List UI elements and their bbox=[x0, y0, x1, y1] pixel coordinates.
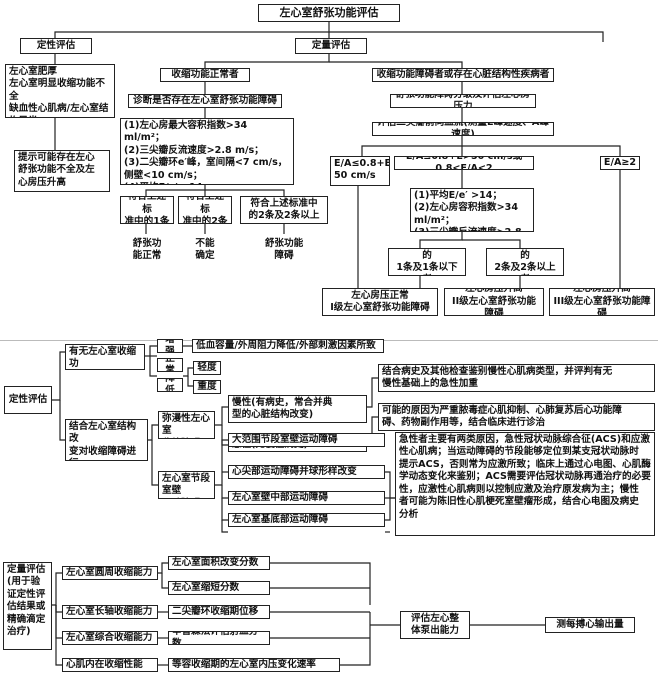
b-quant-eval-box: 定量评估 (用于验 证定性评 估结果或 精确滴定 治疗) bbox=[3, 562, 52, 650]
segment-apex: 心尖部运动障碍并球形样改变 bbox=[228, 465, 385, 479]
diffuse-result-1: 结合病史及其他检查鉴别慢性心肌病类型，并评判有无 慢性基础上的急性加重 bbox=[378, 364, 655, 392]
qual-result-box: 提示可能存在左心 舒张功能不全及左 心房压升高 bbox=[14, 150, 110, 192]
title-box: 左心室舒张功能评估 bbox=[258, 4, 400, 22]
quant-eval-box: 定量评估 bbox=[295, 38, 367, 54]
diffuse-box: 弥漫性左心室 收缩障碍 bbox=[158, 411, 215, 439]
stroke-volume-box: 测每搏心输出量 bbox=[545, 617, 635, 633]
myocardial-box: 心肌内在收缩性能 bbox=[62, 658, 158, 672]
enhance-box: 增强 bbox=[157, 339, 183, 353]
normal-box: 正常 bbox=[157, 358, 183, 372]
segmental-box: 左心室节段室壁 运动障碍 bbox=[158, 471, 215, 499]
chronic-box: 慢性(有病史，常合并典 型的心脏结构改变) bbox=[228, 395, 367, 423]
result-2-box: 符合上述标 准中的2条 bbox=[178, 196, 232, 224]
shortening-box: 左心室缩短分数 bbox=[168, 581, 270, 595]
simpson-box: 辛普森法评估射血分数 bbox=[168, 631, 270, 645]
enhance-desc-box: 低血容量/外周阻力降低/外部刺激因素所致 bbox=[192, 339, 384, 353]
mild-box: 轻度 bbox=[193, 361, 221, 375]
global-box: 左心室综合收缩能力 bbox=[62, 631, 158, 645]
criteria-box: (1)左心房最大容积指数>34 ml/m²； (2)三尖瓣反流速度>2.8 m/… bbox=[120, 118, 294, 185]
segment-desc-box: 急性者主要有两类原因，急性冠状动脉综合征(ACS)和应激 性心肌病；当运动障碍的… bbox=[395, 432, 655, 536]
b-qual-eval-box: 定性评估 bbox=[4, 386, 52, 414]
pump-capacity-box: 评估左心整 体泵出能力 bbox=[400, 611, 470, 639]
criteria-2-box: (1)平均E/e′ >14； (2)左心房容积指数>34 ml/m²； (3)三… bbox=[410, 188, 534, 232]
grading-box: 舒张功能障碍分级及评估左心房压力 bbox=[390, 94, 536, 108]
area-change-box: 左心室面积改变分数 bbox=[168, 556, 270, 570]
normal-ef-box: 收缩功能正常者 bbox=[160, 68, 250, 82]
diffuse-result-2: 可能的原因为严重脓毒症心肌抑制、心肺复苏后心功能障 碍、药物副作用等，结合临床进… bbox=[378, 403, 655, 431]
severe-box: 重度 bbox=[193, 380, 221, 394]
structure-classify-box: 结合左心室结构改 变对收缩障碍进行 分类 bbox=[65, 419, 148, 461]
long-axis-box: 左心室长轴收缩能力 bbox=[62, 605, 158, 619]
ea-ratio-low: E/A≤0.8+E≤ 50 cm/s bbox=[330, 156, 390, 186]
systolic-abnormal-box: 有无左心室收缩功 能异常及其程度 bbox=[65, 344, 145, 370]
mapse-box: 二尖瓣环收缩期位移 bbox=[168, 605, 270, 619]
grade-1-box: 左心房压正常 I级左心室舒张功能障碍 bbox=[322, 288, 438, 316]
outcome-undetermined: 不能 确定 bbox=[195, 237, 215, 261]
dpdt-box: 等容收缩期的左心室内压变化速率 bbox=[168, 658, 340, 672]
grade-3-box: 左心房压升高 III级左心室舒张功能障碍 bbox=[549, 288, 655, 316]
result-3-box: 符合上述标准中 的2条及2条以上 bbox=[240, 196, 328, 224]
result-1-box: 符合上述标 准中的1条 bbox=[120, 196, 174, 224]
circumferential-box: 左心室圆周收缩能力 bbox=[62, 566, 158, 580]
qual-eval-box: 定性评估 bbox=[20, 38, 92, 54]
segment-large: 大范围节段室壁运动障碍 bbox=[228, 433, 385, 447]
segment-basal: 左心室基底部运动障碍 bbox=[228, 513, 385, 527]
qual-desc-box: 左心室肥厚 左心室明显收缩功能不全 缺血性心肌病/左心室结 构异常 bbox=[5, 64, 115, 118]
reduce-box: 降低 bbox=[157, 378, 183, 392]
mitral-flow-box: 评估二尖瓣前向血流(测量E峰速度、A峰速度) bbox=[372, 122, 554, 136]
outcome-normal: 舒张功 能正常 bbox=[132, 237, 162, 261]
abnormal-ef-box: 收缩功能障碍者或存在心脏结构性疾病者 bbox=[372, 68, 554, 82]
ea-ratio-mid: E/A≤0.8+E>50 cm/s或0.8<E/A<2 bbox=[394, 156, 534, 170]
diagnose-box: 诊断是否存在左心室舒张功能障碍 bbox=[128, 94, 282, 108]
segment-mid: 左心室壁中部运动障碍 bbox=[228, 491, 385, 505]
outcome-dysfunction: 舒张功能 障碍 bbox=[264, 237, 304, 261]
grade-2-box: 左心房压升高 II级左心室舒张功能障碍 bbox=[444, 288, 544, 316]
ea-ratio-high: E/A≥2 bbox=[600, 156, 640, 170]
